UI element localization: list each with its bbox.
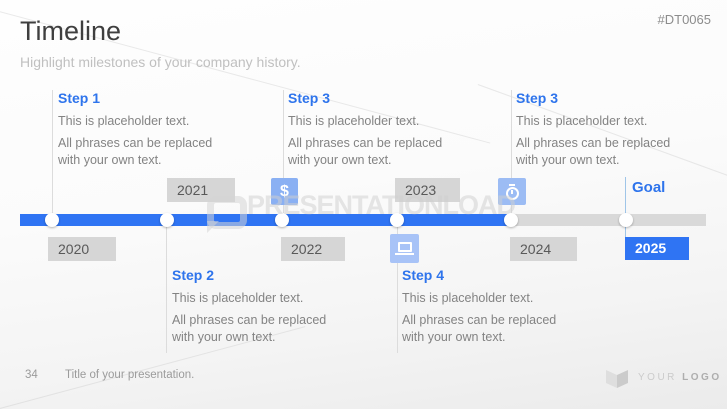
step-text-line3: with your own text. <box>172 330 276 344</box>
step-text-line: This is placeholder text. <box>58 114 190 128</box>
year-box-2022: 2022 <box>281 237 345 261</box>
dollar-icon: $ <box>271 178 298 205</box>
step-heading: Step 4 <box>402 267 445 283</box>
step-block-3-right: Step 3 This is placeholder text. All phr… <box>516 90 721 174</box>
watermark-text: PRESENTATIONLOAD <box>247 190 516 220</box>
step-heading: Step 2 <box>172 267 215 283</box>
step-text-line: All phrases can be replaced with your own… <box>516 135 721 169</box>
connector-line-step3-right <box>511 90 512 214</box>
slide-subtitle: Highlight milestones of your company his… <box>20 54 301 70</box>
connector-line-step4 <box>397 226 398 353</box>
stopwatch-icon <box>498 178 526 205</box>
step-heading: Step 3 <box>516 90 559 106</box>
dollar-glyph: $ <box>280 182 289 200</box>
stopwatch-button-shape <box>509 183 515 186</box>
timeline-bar <box>20 214 706 226</box>
step-text-line: This is placeholder text. <box>516 114 648 128</box>
cube-logo-icon <box>606 365 628 388</box>
stopwatch-hand-shape <box>511 190 513 194</box>
year-box-2024: 2024 <box>510 237 577 261</box>
step-block-2: Step 2 This is placeholder text. All phr… <box>172 267 377 351</box>
milestone-dot-2021 <box>160 213 174 227</box>
logo-word-logo: LOGO <box>682 371 722 383</box>
watermark-logo-tail <box>207 221 219 233</box>
step-text-line3: with your own text. <box>58 153 162 167</box>
connector-line-step3-middle <box>283 90 284 214</box>
step-text-line2: All phrases can be replaced <box>58 136 213 150</box>
step-text-line: All phrases can be replaced with your own… <box>402 312 607 346</box>
slide-title: Timeline <box>20 16 122 46</box>
step-text-line2: All phrases can be replaced <box>288 136 443 150</box>
step-text-line3: with your own text. <box>288 153 392 167</box>
step-text-line: All phrases can be replaced with your own… <box>172 312 377 346</box>
laptop-icon <box>390 234 419 263</box>
logo-word-your: YOUR <box>638 371 683 383</box>
step-text-line: This is placeholder text. <box>288 114 420 128</box>
year-box-2021: 2021 <box>167 178 235 202</box>
milestone-dot-2024 <box>504 213 518 227</box>
step-text-line2: All phrases can be replaced <box>516 136 671 150</box>
milestone-dot-2023 <box>390 213 404 227</box>
timeline-bar-progress <box>20 214 509 226</box>
step-text-line3: with your own text. <box>402 330 506 344</box>
step-block-3-middle: Step 3 This is placeholder text. All phr… <box>288 90 493 174</box>
year-box-2023: 2023 <box>395 178 460 202</box>
milestone-dot-2022 <box>275 213 289 227</box>
step-text-line2: All phrases can be replaced <box>402 313 557 327</box>
year-box-2020: 2020 <box>48 237 116 261</box>
watermark-logo-icon <box>207 196 247 233</box>
step-text-line: This is placeholder text. <box>402 291 534 305</box>
step-block-1: Step 1 This is placeholder text. All phr… <box>58 90 263 174</box>
connector-line-step2 <box>166 226 167 353</box>
connector-line-goal <box>625 177 626 238</box>
milestone-dot-2025 <box>619 213 633 227</box>
laptop-base-shape <box>395 253 414 255</box>
step-text-line2: All phrases can be replaced <box>172 313 327 327</box>
logo-text: YOUR LOGO <box>638 372 722 383</box>
goal-label: Goal <box>632 179 666 196</box>
step-heading: Step 3 <box>288 90 331 106</box>
step-text-line3: with your own text. <box>516 153 620 167</box>
footer-presentation-title: Title of your presentation. <box>65 369 195 381</box>
stopwatch-ring-shape <box>505 186 519 200</box>
milestone-dot-2020 <box>45 213 59 227</box>
your-logo: YOUR LOGO <box>606 365 722 389</box>
laptop-screen-shape <box>397 242 412 252</box>
connector-line-step1 <box>52 90 53 214</box>
step-heading: Step 1 <box>58 90 101 106</box>
step-text-line: All phrases can be replaced with your own… <box>58 135 263 169</box>
step-text-line: This is placeholder text. <box>172 291 304 305</box>
product-code: #DT0065 <box>657 12 711 27</box>
step-block-4: Step 4 This is placeholder text. All phr… <box>402 267 607 351</box>
step-text-line: All phrases can be replaced with your own… <box>288 135 493 169</box>
page-number: 34 <box>25 369 38 381</box>
year-box-2025-highlighted: 2025 <box>625 237 689 260</box>
